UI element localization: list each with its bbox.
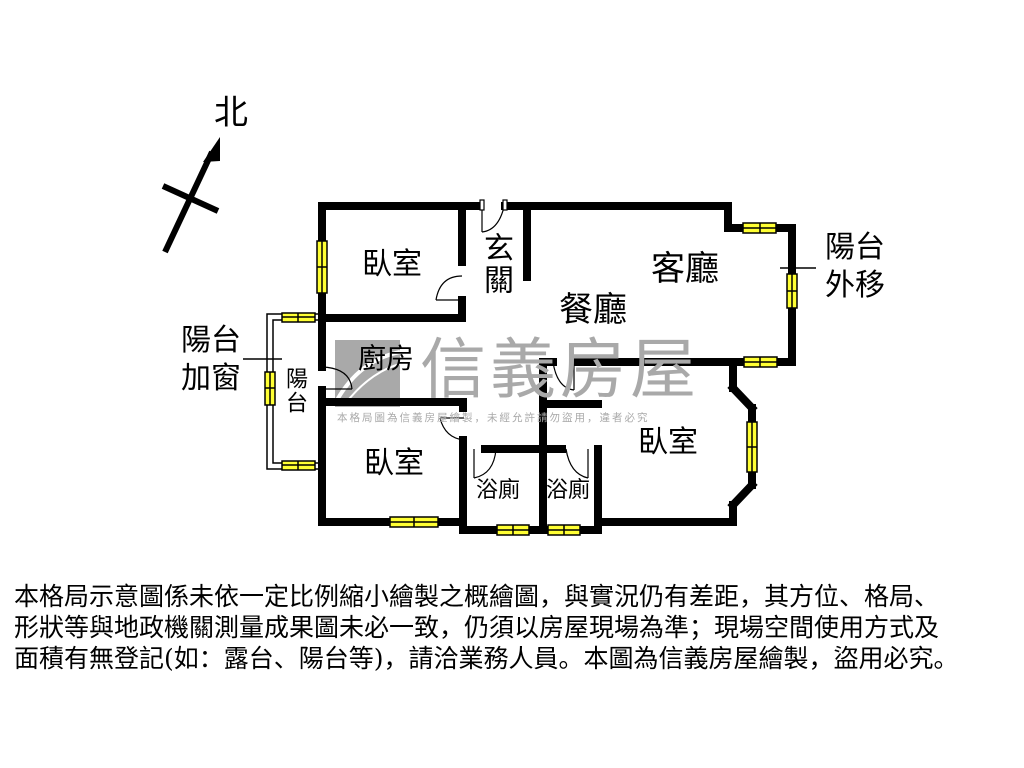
room-label-bathroom-2: 浴廁 [546,478,591,503]
annotation-balcony-window-line1: 陽台 [181,323,241,358]
room-label-dining-room: 餐廳 [559,290,627,330]
disclaimer-line: 本格局示意圖係未依一定比例縮小繪製之概繪圖，與實況仍有差距，其方位、格局、 [14,582,940,611]
watermark-notice: 本格局圖為信義房屋繪製，未經允許請勿盜用，違者必究 [337,412,650,424]
room-label-bedroom-nw: 臥室 [362,247,422,282]
disclaimer-text: 本格局示意圖係未依一定比例縮小繪製之概繪圖，與實況仍有差距，其方位、格局、 形狀… [14,581,1014,674]
north-arrow-icon [161,137,220,254]
annotation-balcony-moved-line1: 陽台 [825,230,885,265]
doors [321,199,589,479]
room-label-kitchen: 廚房 [358,342,415,375]
room-label-bathroom-1: 浴廁 [476,478,521,503]
annotation-balcony-window-line2: 加窗 [181,361,241,396]
disclaimer-line: 形狀等與地政機關測量成果圖未必一致，仍須以房屋現場為準；現場空間使用方式及 [14,613,940,642]
disclaimer-line: 面積有無登記(如：露台、陽台等)，請洽業務人員。本圖為信義房屋繪製，盜用必究。 [14,644,959,673]
watermark-logo-icon [335,340,401,407]
room-label-bedroom-sw: 臥室 [364,446,424,481]
room-label-bedroom-e: 臥室 [638,425,698,460]
annotation-balcony-moved-line2: 外移 [825,268,885,303]
room-label-living-room: 客廳 [651,249,719,289]
watermark-brand: 信義房屋 [420,331,700,408]
compass-north-label: 北 [214,93,248,133]
room-label-balcony: 陽台 [282,367,307,415]
floor-plan [161,137,816,536]
windows [264,222,798,536]
room-label-entrance: 玄關 [478,232,513,296]
